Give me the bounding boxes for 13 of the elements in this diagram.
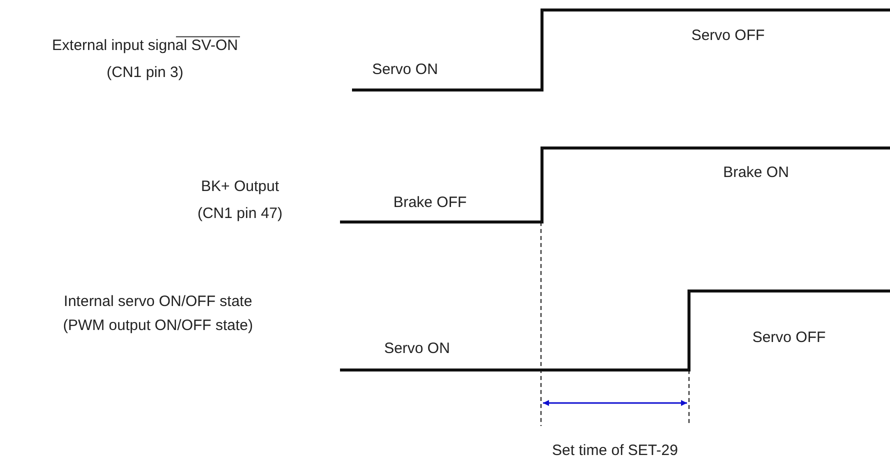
state-label: Brake OFF <box>393 194 467 212</box>
state-label: Brake ON <box>723 164 789 182</box>
signal-name: (PWM output ON/OFF state) <box>62 318 254 334</box>
pin-label: (CN1 pin 3) <box>106 64 184 82</box>
state-label: Servo ON <box>372 62 438 78</box>
state-label: Servo OFF <box>752 330 826 346</box>
state-label: Servo ON <box>384 340 450 358</box>
signal-name: Internal servo ON/OFF state <box>64 294 252 310</box>
pin-label: (CN1 pin 47) <box>197 206 283 222</box>
signal-name: BK+ Output <box>201 178 279 196</box>
signal-name: External input signal SV-ON <box>52 38 238 54</box>
dimension-label: Set time of SET-29 <box>552 442 678 460</box>
state-label: Servo OFF <box>691 28 765 44</box>
